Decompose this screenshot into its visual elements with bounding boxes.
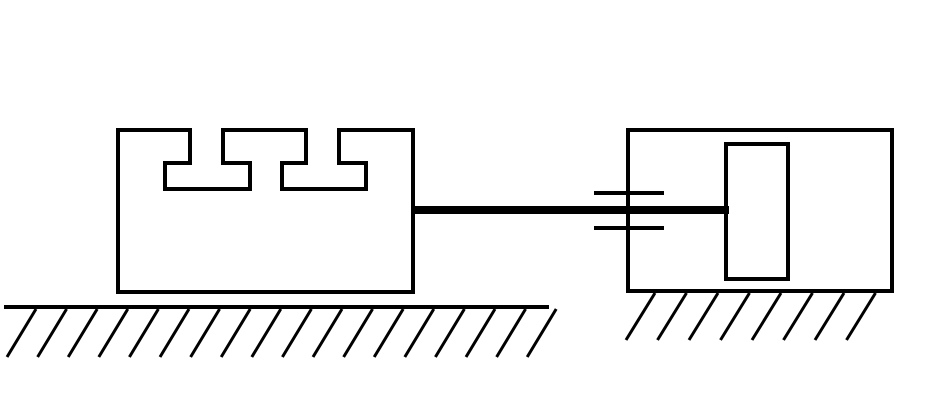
left-hatch-line-11 (342, 308, 374, 358)
right-hatch-line-3 (719, 292, 751, 341)
left-hatch-line-7 (219, 308, 252, 358)
left-hatch-line-6 (189, 308, 221, 358)
right-hatch-line-4 (750, 292, 783, 341)
left-hatch-line-2 (66, 308, 99, 358)
right-hatch-line-6 (813, 292, 846, 341)
cylinder-housing (626, 128, 894, 293)
left-hatch-line-13 (403, 308, 436, 358)
left-hatch-line-3 (97, 308, 130, 358)
left-hatch-line-5 (158, 308, 191, 358)
right-hatch-line-5 (782, 292, 814, 341)
left-hatch-line-15 (464, 308, 497, 358)
left-hatch-line-9 (281, 308, 313, 358)
left-hatch-line-12 (372, 308, 405, 358)
right-hatch-line-0 (624, 292, 657, 341)
left-hatch-line-17 (525, 308, 558, 358)
sliding-block (116, 128, 415, 294)
left-hatch-line-14 (434, 308, 466, 358)
left-ground-hatch (5, 308, 558, 358)
left-hatch-line-0 (5, 308, 38, 358)
left-ground (4, 305, 558, 358)
left-hatch-line-8 (250, 308, 283, 358)
left-hatch-line-1 (36, 308, 68, 358)
right-ground-hatch (624, 292, 877, 341)
right-hatch-line-2 (687, 292, 720, 341)
right-hatch-line-7 (845, 292, 877, 341)
left-hatch-line-4 (128, 308, 160, 358)
piston (724, 142, 790, 281)
right-hatch-line-1 (656, 292, 688, 341)
left-hatch-line-10 (311, 308, 344, 358)
sliding-block-body (116, 128, 415, 294)
left-hatch-line-16 (495, 308, 527, 358)
